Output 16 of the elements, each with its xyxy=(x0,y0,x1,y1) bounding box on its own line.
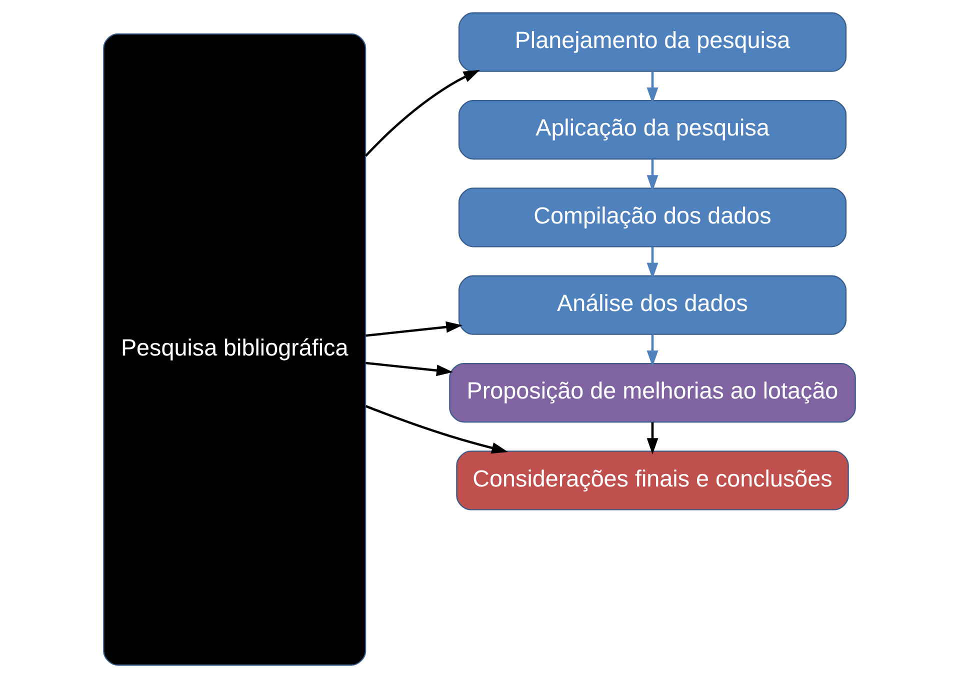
arrow xyxy=(364,405,508,454)
node-box: Aplicação da pesquisa xyxy=(458,100,846,160)
node-box: Compilação dos dados xyxy=(458,188,846,248)
node-box: Proposição de melhorias ao lotação xyxy=(448,362,856,423)
arrow xyxy=(646,72,658,104)
arrow xyxy=(364,321,462,337)
arrow xyxy=(364,362,452,376)
node-box: Considerações finais e conclusões xyxy=(456,450,848,510)
arrow xyxy=(646,422,658,455)
arrow xyxy=(646,334,658,367)
arrow xyxy=(646,159,658,192)
node-box: Análise dos dados xyxy=(458,275,846,335)
node-box: Pesquisa bibliográfica xyxy=(102,33,366,666)
arrow xyxy=(646,247,658,280)
node-box: Planejamento da pesquisa xyxy=(458,12,846,72)
arrow xyxy=(364,70,480,157)
